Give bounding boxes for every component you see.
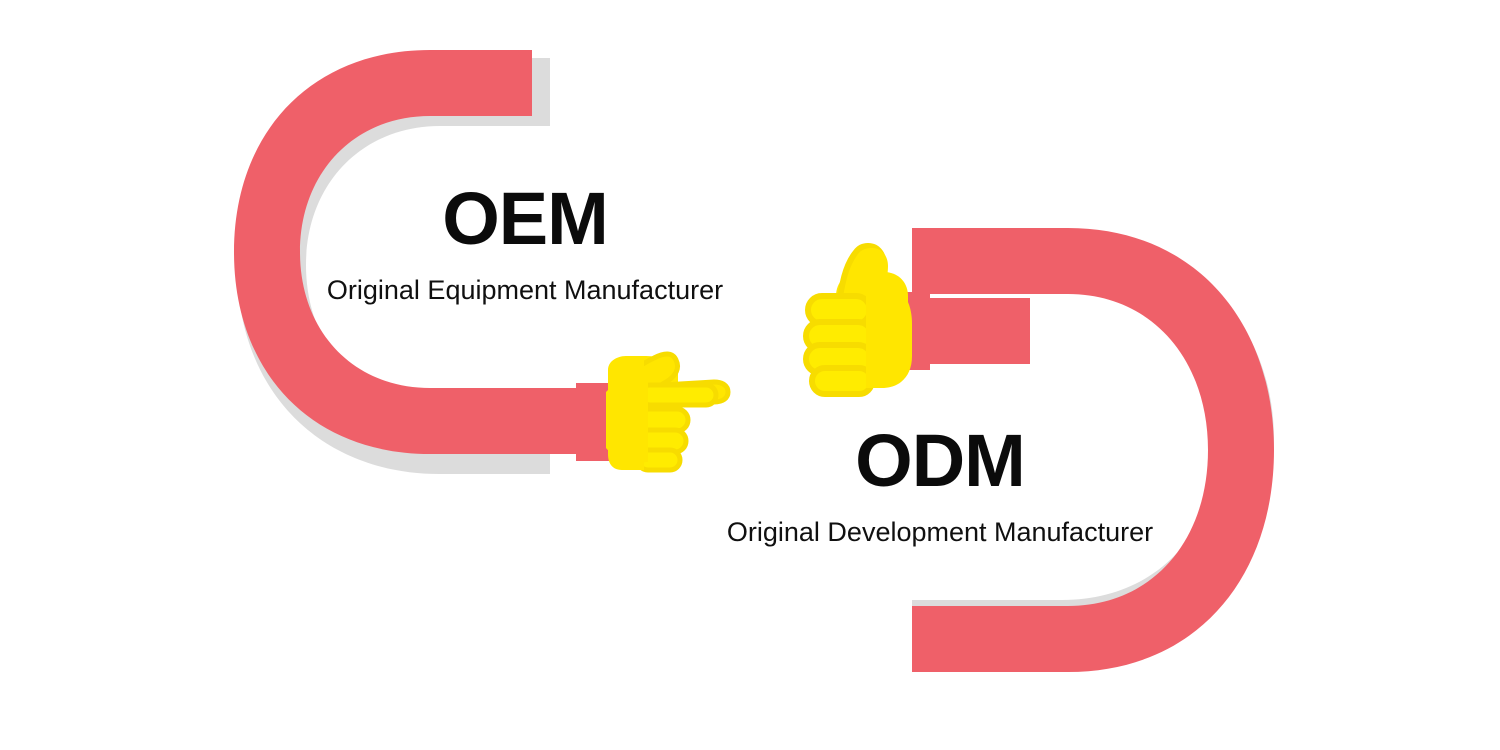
hand-knuckle-ridge bbox=[606, 377, 648, 463]
right-forearm-bar bbox=[920, 298, 1030, 364]
oem-label-block: OEM Original Equipment Manufacturer bbox=[285, 182, 765, 306]
thumbs-up-hand-icon bbox=[803, 243, 912, 397]
oem-acronym: OEM bbox=[442, 177, 609, 260]
thumb-hand-right-mass bbox=[866, 290, 912, 388]
left-forearm-bar bbox=[500, 388, 590, 454]
odm-expansion: Original Development Manufacturer bbox=[726, 517, 1154, 547]
pointing-right-hand-icon bbox=[606, 351, 731, 473]
left-arm-shape bbox=[234, 50, 532, 454]
oem-expansion: Original Equipment Manufacturer bbox=[326, 275, 724, 305]
odm-acronym: ODM bbox=[855, 419, 1026, 502]
right-arm-shape bbox=[912, 228, 1274, 672]
odm-label-block: ODM Original Development Manufacturer bbox=[690, 424, 1190, 548]
thumb-hand-finger-4 bbox=[809, 365, 875, 397]
